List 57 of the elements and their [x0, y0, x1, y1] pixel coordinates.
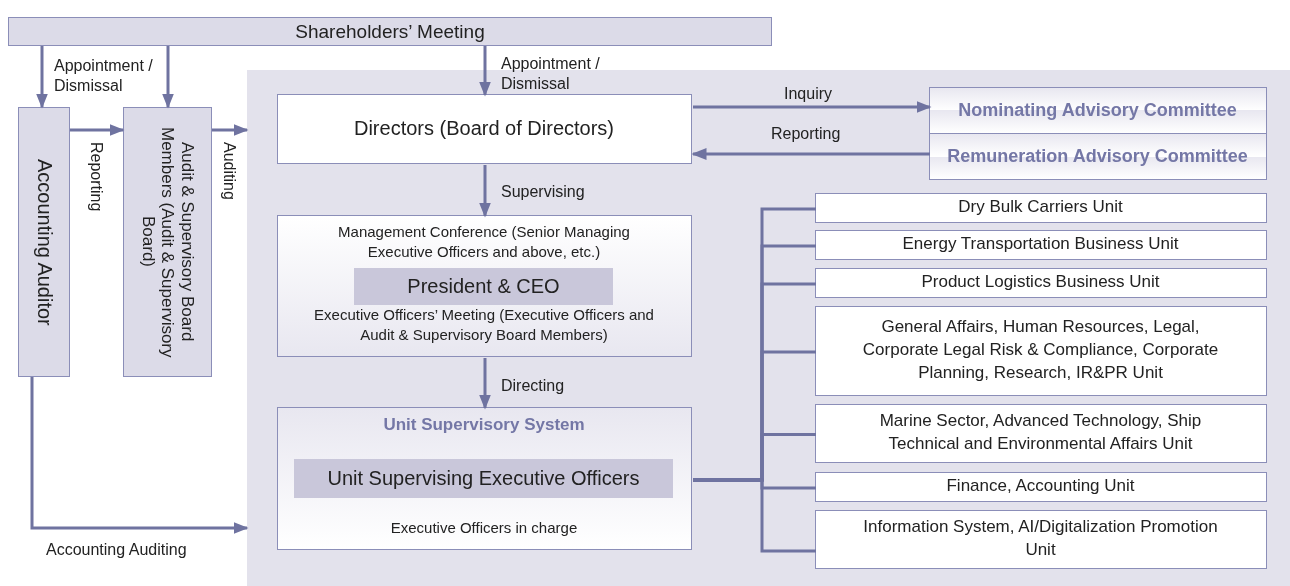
node-title: Remuneration Advisory Committee	[947, 144, 1248, 168]
node-title: Directors (Board of Directors)	[353, 116, 615, 141]
directors-box	[276, 93, 692, 164]
node-title: Information System, AI/Digitalization Promotion Unit	[862, 516, 1219, 561]
edge-label: Appointment / Dismissal	[501, 54, 601, 94]
edge-label: Accounting Auditing	[46, 540, 187, 560]
node-title: Audit & Supervisory Board Members (Audit & Supervisory Board)	[138, 125, 197, 360]
node-title: General Affairs, Human Resources, Legal, Corporate Legal Risk & Compliance, Corporate Planning, Research, IR&PR Unit	[861, 316, 1220, 384]
board-box	[123, 107, 212, 377]
node-title: Accounting Auditor	[32, 158, 56, 326]
node-title: Shareholders’ Meeting	[295, 19, 485, 44]
president-box	[354, 268, 613, 305]
arrow	[479, 358, 491, 410]
unit-box	[814, 509, 1267, 569]
system-box	[276, 406, 692, 550]
unit-box	[814, 403, 1267, 463]
committee-box	[928, 132, 1267, 180]
edge-label: Inquiry	[784, 84, 833, 104]
officers-box	[294, 459, 673, 498]
arrow	[693, 101, 932, 113]
node-text: Executive Officers in charge	[390, 518, 578, 539]
edge-label: Appointment / Dismissal	[54, 56, 154, 96]
arrow	[162, 46, 174, 109]
node-title: Dry Bulk Carriers Unit	[958, 196, 1123, 219]
unit-box	[814, 192, 1267, 223]
node-title: Management Conference (Senior Managing Executive Officers and above, etc.)	[337, 221, 631, 262]
connector-line	[693, 478, 816, 553]
edge-label: Reporting	[771, 124, 841, 144]
arrow	[36, 46, 48, 109]
arrow	[212, 124, 249, 136]
arrow	[479, 165, 491, 218]
unit-box	[814, 229, 1267, 260]
arrow	[70, 124, 125, 136]
committee-box	[928, 86, 1267, 134]
node-title: Energy Transportation Business Unit	[902, 233, 1179, 256]
node-title: Marine Sector, Advanced Technology, Ship Technical and Environmental Affairs Unit	[878, 410, 1203, 455]
edge-label: Directing	[501, 376, 565, 396]
node-text: Executive Officers’ Meeting (Executive Officers and Audit & Supervisory Board Members)	[313, 305, 655, 346]
arrow	[479, 46, 491, 97]
auditor-box	[18, 107, 70, 377]
edge-label: Auditing	[220, 142, 239, 200]
unit-box	[814, 267, 1267, 298]
node-title: Product Logistics Business Unit	[921, 271, 1160, 294]
edge-label: Supervising	[501, 182, 585, 202]
node-title: Nominating Advisory Committee	[958, 98, 1237, 122]
node-title: Unit Supervisory System	[383, 413, 585, 436]
node-title: President & CEO	[407, 274, 560, 299]
panel-background	[247, 70, 1290, 586]
node-title: Finance, Accounting Unit	[946, 475, 1135, 498]
node-title: Unit Supervising Executive Officers	[327, 466, 640, 491]
unit-box	[814, 305, 1267, 396]
meeting-box	[8, 17, 772, 46]
unit-box	[814, 471, 1267, 502]
arrow	[691, 148, 930, 160]
arrow	[30, 377, 249, 534]
edge-label: Reporting	[87, 142, 106, 212]
conference-box	[276, 214, 692, 357]
